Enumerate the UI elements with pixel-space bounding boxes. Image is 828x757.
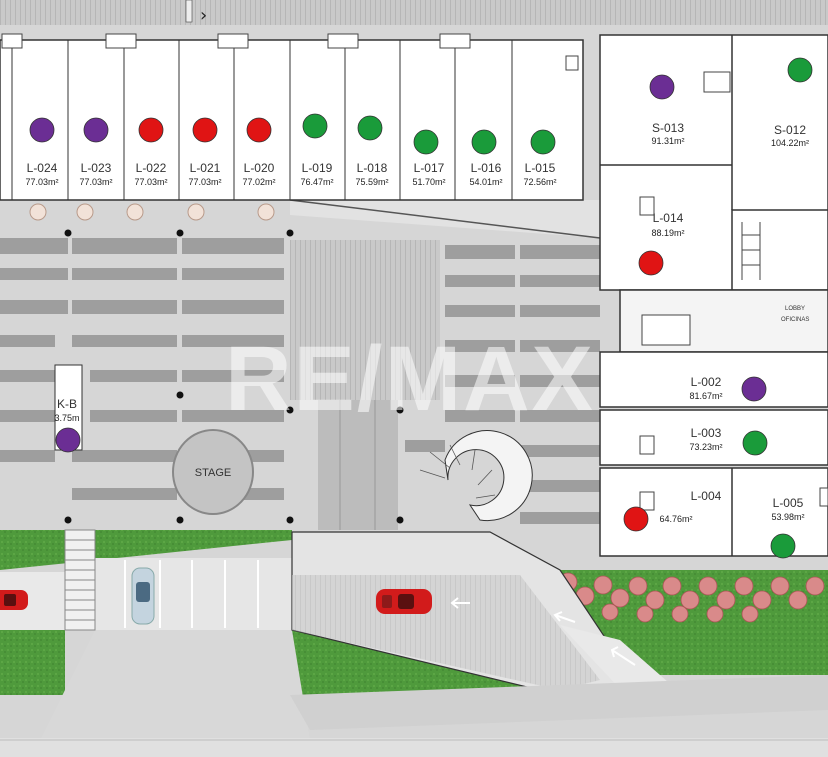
- unit-name-l-016: L-016: [471, 161, 502, 175]
- lobby-label-line2: OFICINAS: [781, 317, 809, 323]
- unit-name-s-012: S-012: [774, 123, 806, 137]
- status-dot-l-015[interactable]: [530, 129, 556, 155]
- status-dot-l-004[interactable]: [623, 506, 649, 532]
- unit-area-l-014: 88.19m²: [651, 228, 684, 238]
- unit-area-l-019: 76.47m²: [300, 177, 333, 187]
- status-dot-l-022[interactable]: [138, 117, 164, 143]
- status-dot-l-016[interactable]: [471, 129, 497, 155]
- central-column: [318, 400, 398, 530]
- status-dot-s-012[interactable]: [787, 57, 813, 83]
- entry-stairs: [64, 529, 96, 631]
- unit-name-l-024: L-024: [27, 161, 58, 175]
- unit-area-l-016: 54.01m²: [469, 177, 502, 187]
- unit-name-l-004: L-004: [691, 489, 722, 503]
- unit-area-l-024: 77.03m²: [25, 177, 58, 187]
- unit-area-l-005: 53.98m²: [771, 512, 804, 522]
- car-white-parked-icon: [131, 567, 155, 625]
- unit-name-k-b: K-B: [57, 397, 77, 411]
- plaza-stripes: [0, 238, 600, 524]
- stage-label: STAGE: [195, 467, 231, 479]
- status-dot-l-023[interactable]: [83, 117, 109, 143]
- status-dot-l-024[interactable]: [29, 117, 55, 143]
- spiral-staircase: [419, 430, 533, 522]
- central-hatched-block: [290, 240, 440, 400]
- stage-platform: [172, 429, 254, 515]
- unit-area-l-018: 75.59m²: [355, 177, 388, 187]
- status-dot-s-013[interactable]: [649, 74, 675, 100]
- unit-area-l-015: 72.56m²: [523, 177, 556, 187]
- remax-watermark: RE/MAX: [225, 328, 595, 430]
- road-bottom: [0, 738, 828, 757]
- lobby-label-line1: LOBBY: [785, 306, 805, 312]
- unit-name-l-014: L-014: [653, 211, 684, 225]
- top-units-block: [0, 33, 584, 201]
- unit-name-l-003: L-003: [691, 426, 722, 440]
- status-dot-l-014[interactable]: [638, 250, 664, 276]
- sidewalk: [290, 675, 828, 730]
- grass-left: [0, 630, 65, 695]
- car-red-left-icon: [0, 590, 28, 610]
- top-marker: [185, 0, 193, 23]
- unit-name-l-020: L-020: [244, 161, 275, 175]
- top-arrow-icon: ›: [200, 5, 207, 26]
- top-street-strip: [0, 0, 828, 25]
- unit-area-s-012: 104.22m²: [771, 138, 809, 148]
- unit-area-l-020: 77.02m²: [242, 177, 275, 187]
- top-unit-labels: L-024 77.03m² L-023 77.03m² L-022 77.03m² L-02…: [25, 113, 557, 187]
- unit-name-l-022: L-022: [136, 161, 167, 175]
- ramp-hatched: [292, 575, 600, 690]
- unit-area-l-022: 77.03m²: [134, 177, 167, 187]
- status-dot-l-005[interactable]: [770, 533, 796, 559]
- unit-name-l-005: L-005: [773, 496, 804, 510]
- car-red-ramp-icon: [376, 589, 432, 614]
- unit-area-l-003: 73.23m²: [689, 442, 722, 452]
- status-dot-l-020[interactable]: [246, 117, 272, 143]
- entry-road: [40, 630, 310, 740]
- unit-area-l-002: 81.67m²: [689, 391, 722, 401]
- status-dot-l-018[interactable]: [357, 115, 383, 141]
- flower-beds: [558, 572, 825, 623]
- parking-area: [95, 558, 295, 630]
- ramp-arrow-icons: [450, 597, 636, 666]
- column-dots: [64, 229, 404, 524]
- unit-name-l-015: L-015: [525, 161, 556, 175]
- status-dot-l-002[interactable]: [741, 376, 767, 402]
- unit-name-l-019: L-019: [302, 161, 333, 175]
- unit-area-l-023: 77.03m²: [79, 177, 112, 187]
- unit-area-l-021: 77.03m²: [188, 177, 221, 187]
- unit-area-l-004: 64.76m²: [659, 514, 692, 524]
- unit-name-l-018: L-018: [357, 161, 388, 175]
- unit-name-s-013: S-013: [652, 121, 684, 135]
- unit-area-s-013: 91.31m²: [651, 136, 684, 146]
- right-building: [599, 34, 828, 557]
- unit-name-l-023: L-023: [81, 161, 112, 175]
- unit-name-l-021: L-021: [190, 161, 221, 175]
- unit-area-l-017: 51.70m²: [412, 177, 445, 187]
- status-dot-l-017[interactable]: [413, 129, 439, 155]
- status-dot-l-019[interactable]: [302, 113, 328, 139]
- status-dot-l-021[interactable]: [192, 117, 218, 143]
- unit-name-l-002: L-002: [691, 375, 722, 389]
- cafe-tables: [29, 203, 275, 221]
- unit-name-l-017: L-017: [414, 161, 445, 175]
- status-dot-k-b[interactable]: [55, 427, 81, 453]
- unit-area-k-b: 3.75m: [54, 413, 79, 423]
- status-dot-l-003[interactable]: [742, 430, 768, 456]
